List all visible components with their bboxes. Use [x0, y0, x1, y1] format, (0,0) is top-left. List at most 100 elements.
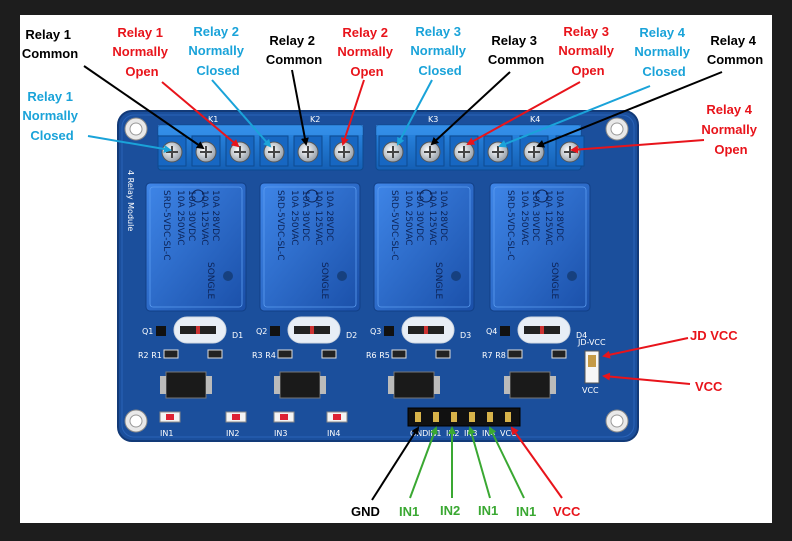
header-pin[interactable]: [415, 412, 421, 422]
arrow-pin-in4: [489, 426, 525, 499]
transistor-silk-1: Q1: [142, 327, 153, 336]
label-pin-in4: IN1: [516, 504, 536, 519]
driver-circuit-3: Q3 D3 R6 R5: [366, 316, 471, 399]
transistor-silk-4: Q4: [486, 327, 497, 336]
arrow-relay3-nc: [397, 79, 433, 146]
label-jd-vcc: JD VCC: [690, 328, 738, 343]
jumper-bottom-silk: VCC: [582, 386, 599, 395]
arrow-jd-vcc: [602, 337, 689, 359]
relay-3-rating-ac: 10A 250VAC: [403, 190, 413, 246]
annotation-labels: Relay 1 Common Relay 1 Normally Closed R…: [22, 24, 763, 519]
arrow-relay2-nc: [211, 79, 272, 148]
relay-2-rating-ac2: 10A 125VAC: [313, 190, 323, 246]
arrow-pin-in1: [409, 426, 438, 499]
relay-3-rating-dc2: 10A 28VDC: [438, 190, 448, 241]
relay-4-rating-dc2: 10A 28VDC: [554, 190, 564, 241]
input-led-silk-1: IN1: [160, 429, 173, 438]
relay-2-rating-ac: 10A 250VAC: [289, 190, 299, 246]
relay-1-model: SRD-5VDC-SL-C: [161, 190, 171, 261]
terminal-label-k3: K3: [428, 115, 438, 124]
relay-1-rating-ac: 10A 250VAC: [175, 190, 185, 246]
terminal-screw[interactable]: [191, 135, 221, 167]
relay-4-rating-ac: 10A 250VAC: [519, 190, 529, 246]
arrow-relay2-no: [341, 79, 365, 146]
header-pin[interactable]: [451, 412, 457, 422]
input-led-silk-3: IN3: [274, 429, 287, 438]
terminal-screw[interactable]: [483, 135, 513, 167]
mounting-holes: [124, 117, 629, 433]
pin-header: [407, 407, 521, 427]
module-title: 4 Relay Module: [126, 170, 135, 231]
label-relay2-common: Relay 2 Common: [266, 33, 322, 67]
terminal-label-k2: K2: [310, 115, 320, 124]
resistor-silk-4: R7 R8: [482, 351, 506, 360]
relay-4-model: SRD-5VDC-SL-C: [505, 190, 515, 261]
label-vcc-jumper: VCC: [695, 379, 723, 394]
arrow-pin-vcc: [510, 426, 563, 499]
arrow-relay1-no: [161, 81, 240, 148]
terminal-screw[interactable]: [415, 135, 445, 167]
arrow-vcc-jumper: [602, 372, 691, 385]
terminal-screw[interactable]: [519, 135, 549, 167]
relay-3-brand: SONGLE: [433, 262, 443, 300]
terminal-screw[interactable]: [157, 135, 187, 167]
resistor-silk-1: R2 R1: [138, 351, 162, 360]
relay-3-rating-ac2: 10A 125VAC: [427, 190, 437, 246]
label-relay3-common: Relay 3 Common: [488, 33, 544, 67]
arrow-relay1-nc: [87, 135, 172, 153]
header-silk-gnd: GND: [410, 429, 428, 438]
relay-1-rating-dc2: 10A 28VDC: [210, 190, 220, 241]
relay-2-rating-dc2: 10A 28VDC: [324, 190, 334, 241]
terminal-screw[interactable]: [378, 135, 408, 167]
relay-2-model: SRD-5VDC-SL-C: [275, 190, 285, 261]
relay-2-brand: SONGLE: [319, 262, 329, 300]
arrow-relay3-common: [430, 71, 511, 146]
header-pin[interactable]: [433, 412, 439, 422]
header-pin[interactable]: [505, 412, 511, 422]
terminal-screw[interactable]: [293, 135, 323, 167]
header-silk-vcc: VCC: [500, 429, 517, 438]
annotation-arrows: [83, 65, 723, 501]
arrow-relay4-nc: [498, 85, 651, 148]
label-relay3-nc: Relay 3 Normally Closed: [410, 24, 469, 78]
relay-4-rating-dc: 10A 30VDC: [530, 190, 540, 241]
diode-silk-3: D3: [460, 331, 471, 340]
label-relay4-no: Relay 4 Normally Open: [701, 102, 760, 157]
input-led-silk-4: IN4: [327, 429, 340, 438]
label-relay1-common: Relay 1 Common: [22, 27, 78, 61]
header-pin[interactable]: [487, 412, 493, 422]
label-relay4-common: Relay 4 Common: [707, 33, 763, 67]
diode-silk-2: D2: [346, 331, 357, 340]
pin-header-silk: GNDIN1IN2IN3IN4VCC: [410, 429, 517, 438]
label-pin-in1: IN1: [399, 504, 419, 519]
diode-silk-4: D4: [576, 331, 587, 340]
input-led-silk-2: IN2: [226, 429, 239, 438]
terminal-screw[interactable]: [555, 135, 585, 167]
relay-4-brand: SONGLE: [549, 262, 559, 300]
terminal-label-k4: K4: [530, 115, 540, 124]
header-pin[interactable]: [469, 412, 475, 422]
relay-1-rating-dc: 10A 30VDC: [186, 190, 196, 241]
relay-1-rating-ac2: 10A 125VAC: [199, 190, 209, 246]
driver-circuit-4: Q4 D4 R7 R8: [482, 316, 587, 399]
arrow-pin-gnd: [371, 426, 420, 501]
label-relay1-nc: Relay 1 Normally Closed: [22, 89, 81, 143]
relay-1-brand: SONGLE: [205, 262, 215, 300]
label-pin-gnd: GND: [351, 504, 380, 519]
label-pin-in3: IN1: [478, 503, 498, 518]
resistor-silk-3: R6 R5: [366, 351, 390, 360]
label-relay1-no: Relay 1 Normally Open: [112, 25, 171, 79]
relay-4-rating-ac2: 10A 125VAC: [543, 190, 553, 246]
label-relay2-nc: Relay 2 Normally Closed: [188, 24, 247, 78]
header-silk-in4: IN4: [482, 429, 495, 438]
terminal-screws: [157, 135, 585, 167]
label-relay4-nc: Relay 4 Normally Closed: [634, 25, 693, 79]
arrow-relay4-common: [536, 71, 723, 148]
transistor-silk-3: Q3: [370, 327, 381, 336]
label-relay3-no: Relay 3 Normally Open: [558, 24, 617, 78]
